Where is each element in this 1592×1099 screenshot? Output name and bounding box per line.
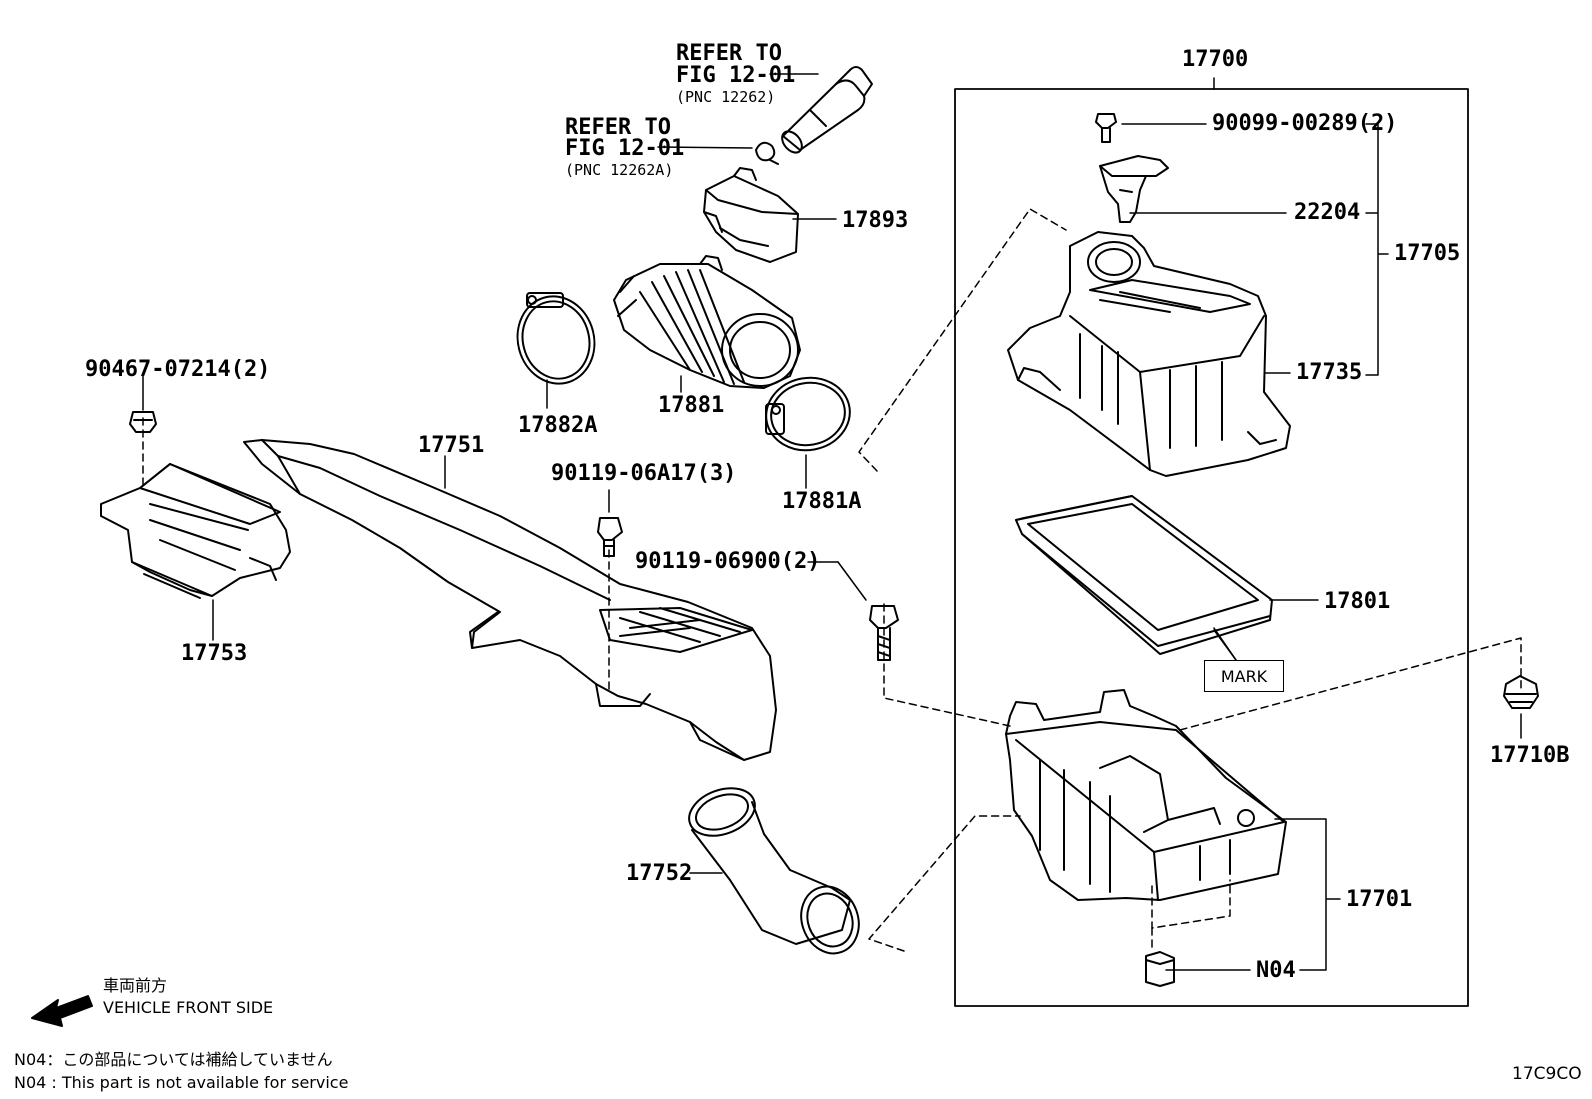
part-17753-label: 17753 — [181, 641, 248, 666]
note-jp: N04：この部品については補給していません — [14, 1050, 333, 1069]
sensor-22204-shape — [1099, 155, 1169, 223]
elbow-hose-17752-shape — [688, 787, 860, 955]
part-17735-label: 17735 — [1296, 360, 1363, 385]
part-17701-label: 17701 — [1346, 887, 1413, 912]
resonator-17893-shape — [703, 167, 799, 263]
part-17881-label: 17881 — [658, 393, 725, 418]
part-17882A-label: 17882A — [518, 413, 598, 438]
part-17801-label: 17801 — [1324, 589, 1391, 614]
leader-lines — [142, 73, 1522, 971]
clamp-17881A-shape — [765, 376, 851, 452]
note-en: N04 : This part is not available for ser… — [14, 1073, 349, 1092]
clamp-17882A-shape — [516, 292, 596, 385]
hose-clip-shape — [755, 141, 779, 165]
vehicle-front-en: VEHICLE FRONT SIDE — [103, 998, 274, 1017]
bracket-17701 — [1274, 818, 1341, 971]
part-90099-label: 90099-00289(2) — [1212, 111, 1398, 136]
vehicle-front-arrow-icon — [31, 995, 93, 1027]
part-17700-label: 17700 — [1182, 47, 1249, 72]
assembly-box-17700 — [954, 88, 1469, 1007]
grommet-17710B-shape — [1503, 675, 1539, 709]
part-17710B-label: 17710B — [1490, 743, 1570, 768]
part-22204-label: 22204 — [1294, 200, 1361, 225]
part-17881A-label: 17881A — [782, 489, 862, 514]
refer-to-12262a-line3: (PNC 12262A) — [565, 161, 674, 179]
cap-N04-shape — [1145, 951, 1175, 987]
refer-to-12262-line2: FIG 12-01 — [676, 63, 796, 88]
part-17705-label: 17705 — [1394, 241, 1461, 266]
filter-17801-shape — [1015, 495, 1273, 655]
part-N04-label: N04 — [1256, 958, 1296, 983]
duct-17753-shape — [100, 463, 291, 599]
screw-90099-shape — [1095, 113, 1117, 143]
refer-to-12262a-line2: FIG 12-01 — [565, 136, 685, 161]
bracket-17705 — [1365, 123, 1389, 376]
part-17893-label: 17893 — [842, 208, 909, 233]
figure-code: 17C9CO — [1512, 1064, 1582, 1084]
bolt-90119-06A17-shape — [597, 517, 623, 557]
dashed-guides — [142, 208, 1522, 952]
upper-case-17735-shape — [1007, 231, 1291, 477]
refer-to-12262-line1: REFER TO — [676, 41, 782, 66]
intake-duct-17751-shape — [243, 439, 777, 761]
lower-case-17701-shape — [1005, 689, 1287, 901]
vehicle-front-jp: 車両前方 — [103, 976, 168, 995]
part-90119-06A17-label: 90119-06A17(3) — [551, 461, 737, 486]
intake-hose-17881-shape — [613, 255, 801, 389]
mark-box: MARK — [1204, 660, 1284, 692]
part-17751-label: 17751 — [418, 433, 485, 458]
refer-to-12262a-line1: REFER TO — [565, 115, 671, 140]
clip-90467-shape — [129, 411, 157, 433]
bolt-90119-06900-shape — [869, 605, 899, 661]
refer-to-12262-line3: (PNC 12262) — [676, 88, 776, 106]
part-17752-label: 17752 — [626, 861, 693, 886]
part-90467-label: 90467-07214(2) — [85, 357, 271, 382]
part-90119-06900-label: 90119-06900(2) — [635, 549, 821, 574]
breather-hose-shape — [781, 66, 873, 154]
